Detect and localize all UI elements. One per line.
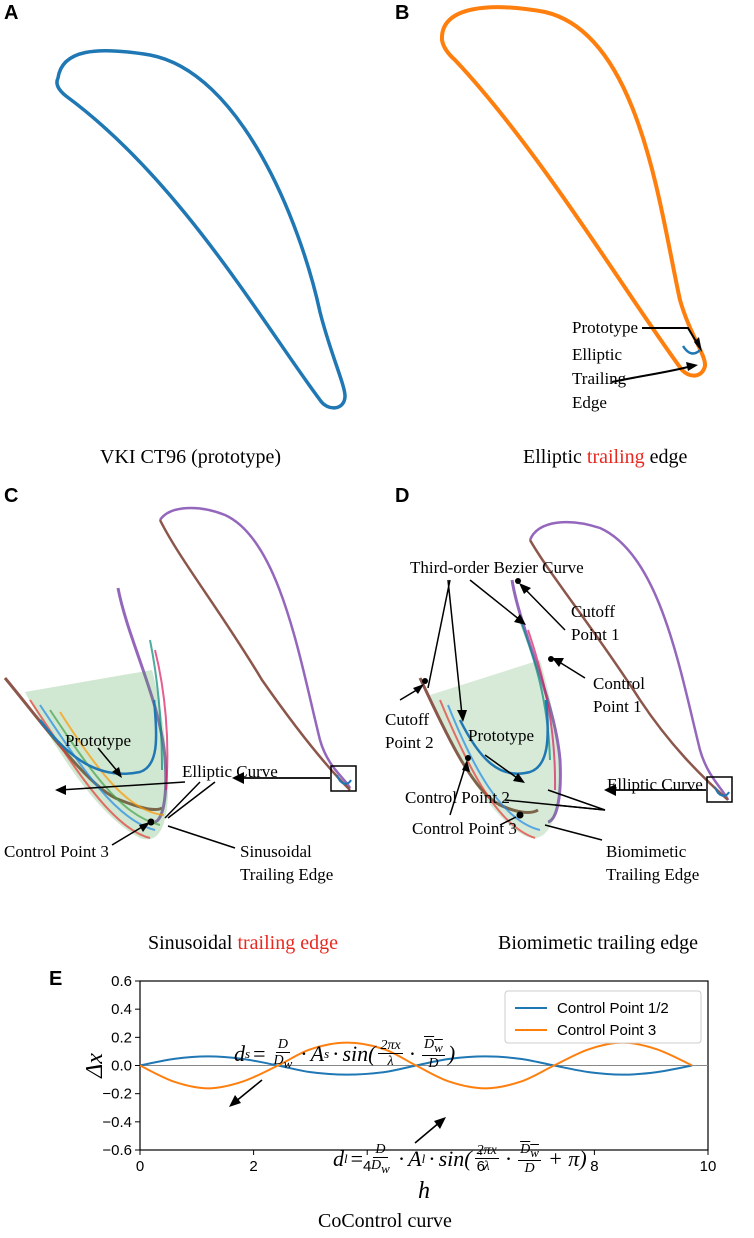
series-line-1 bbox=[139, 1041, 693, 1090]
control-point-1-marker bbox=[548, 656, 554, 662]
x-tick-label-5: 10 bbox=[700, 1158, 717, 1175]
panel-d-cp3-label: Control Point 3 bbox=[412, 819, 517, 838]
x-tick-label-3: 6 bbox=[477, 1158, 485, 1175]
y-tick-label-3: 0.0 bbox=[111, 1058, 132, 1075]
x-tick-label-0: 0 bbox=[136, 1158, 144, 1175]
panel-d-control1-label-1: Control bbox=[593, 674, 645, 693]
y-axis-label: Δx bbox=[82, 1053, 108, 1079]
panel-b-caption-text: Elliptic bbox=[523, 446, 587, 468]
zoom-box bbox=[330, 765, 357, 792]
panel-b-airfoil: Prototype Elliptic Trailing Edge bbox=[439, 5, 707, 412]
panel-c-prototype-label: Prototype bbox=[65, 731, 131, 750]
y-tick-label-6: 0.6 bbox=[111, 973, 132, 990]
panel-d-diagram: Third-order Bezier Curve Cutoff Point 1 … bbox=[385, 520, 733, 884]
panel-b-letter: B bbox=[395, 2, 410, 24]
panel-d-bezier-label: Third-order Bezier Curve bbox=[410, 558, 584, 577]
arrowhead-icon bbox=[552, 658, 564, 667]
eq-ds-amp-sub: s bbox=[324, 1045, 330, 1061]
x-tick-label-4: 8 bbox=[590, 1158, 598, 1175]
dl-arrow-line bbox=[414, 1121, 441, 1144]
panel-d-cutoff2-label-2: Point 2 bbox=[385, 733, 434, 752]
panel-d-letter: D bbox=[395, 485, 410, 507]
legend-label-0: Control Point 1/2 bbox=[557, 1000, 669, 1017]
arrowhead-icon bbox=[413, 684, 424, 694]
panel-c-cp3-label: Control Point 3 bbox=[4, 842, 109, 861]
eq-dl-lhs: d bbox=[333, 1145, 344, 1171]
control-point-3-marker bbox=[516, 811, 524, 819]
x-tick-label-2: 4 bbox=[363, 1158, 371, 1175]
panel-c-sinusoidal-label-2: Trailing Edge bbox=[240, 865, 333, 884]
arrowhead-icon bbox=[519, 583, 531, 594]
y-tick-label-5: 0.4 bbox=[111, 1001, 132, 1018]
arrowhead-icon bbox=[112, 767, 122, 778]
y-tick-label-2: −0.2 bbox=[102, 1086, 132, 1103]
panel-b-elliptic-label-1: Elliptic bbox=[572, 345, 623, 364]
panel-c-sinusoidal-label-1: Sinusoidal bbox=[240, 842, 312, 861]
panel-c-caption: Sinusoidal trailing edge bbox=[148, 932, 338, 955]
arrowhead-icon bbox=[604, 784, 616, 796]
arrowhead-icon bbox=[229, 1095, 241, 1107]
arrowhead-icon bbox=[55, 785, 66, 795]
eq-dl-phase: + π bbox=[547, 1145, 580, 1171]
panel-c-caption-red: trailing edge bbox=[237, 932, 338, 954]
eq-dl-lhs-sub: l bbox=[344, 1150, 348, 1166]
panel-a-airfoil bbox=[55, 49, 347, 410]
arrowhead-icon bbox=[457, 710, 467, 722]
arrowhead-icon bbox=[232, 772, 244, 784]
y-tick-label-4: 0.2 bbox=[111, 1029, 132, 1046]
arrowhead-icon bbox=[434, 1117, 446, 1129]
panel-e-letter: E bbox=[49, 968, 63, 990]
x-axis-label: h bbox=[418, 1178, 430, 1204]
eq-ds-lhs: d bbox=[234, 1040, 245, 1066]
panel-d-caption: Biomimetic trailing edge bbox=[498, 932, 698, 954]
arrowhead-icon bbox=[513, 773, 525, 783]
arrowhead-icon bbox=[694, 337, 702, 352]
cutoff-point-1-marker bbox=[515, 578, 521, 584]
panel-b-caption-text-end: edge bbox=[644, 446, 688, 468]
panel-d-cp2-label: Control Point 2 bbox=[405, 788, 510, 807]
panel-d-elliptic-label: Elliptic Curve bbox=[607, 775, 703, 794]
panel-d-cutoff2-label-1: Cutoff bbox=[385, 710, 429, 729]
legend-label-1: Control Point 3 bbox=[557, 1022, 656, 1039]
x-tick-label-1: 2 bbox=[249, 1158, 257, 1175]
panel-d-prototype-label: Prototype bbox=[468, 726, 534, 745]
cutoff-point-2-marker bbox=[422, 678, 428, 684]
legend-box bbox=[504, 990, 702, 1044]
panel-c-caption-text: Sinusoidal bbox=[148, 932, 238, 954]
panel-c-diagram: Prototype Elliptic Curve Control Point 3… bbox=[3, 506, 357, 884]
panel-b-caption: Elliptic trailing edge bbox=[523, 446, 687, 469]
arrowhead-icon bbox=[686, 362, 698, 371]
arrowhead-icon bbox=[139, 822, 150, 832]
control-point-3-marker bbox=[147, 818, 155, 826]
panel-b-prototype-label: Prototype bbox=[572, 318, 638, 337]
panel-d-bio-label-1: Biomimetic bbox=[606, 842, 687, 861]
panel-c-letter: C bbox=[4, 485, 19, 507]
y-tick-label-0: −0.6 bbox=[102, 1142, 132, 1159]
panel-a-letter: A bbox=[4, 2, 19, 24]
panel-e-caption: CoControl curve bbox=[318, 1210, 452, 1232]
eq-ds-amp: A bbox=[310, 1040, 325, 1066]
eq-dl-amp-sub: l bbox=[421, 1150, 426, 1166]
panel-c-elliptic-label: Elliptic Curve bbox=[182, 762, 278, 781]
arrowhead-icon bbox=[514, 614, 526, 625]
zoom-box bbox=[706, 776, 733, 803]
panel-d-cutoff1-label-2: Point 1 bbox=[571, 625, 620, 644]
arrowhead-icon bbox=[462, 760, 470, 772]
panel-a-caption: VKI CT96 (prototype) bbox=[100, 446, 282, 468]
eq-ds-lhs-sub: s bbox=[245, 1045, 251, 1061]
panel-b-elliptic-label-2: Trailing bbox=[572, 369, 627, 388]
panel-b-caption-red: trailing bbox=[586, 446, 645, 468]
control-point-2-marker bbox=[465, 755, 471, 761]
panel-b-elliptic-label-3: Edge bbox=[572, 393, 607, 412]
panel-d-cutoff1-label-1: Cutoff bbox=[571, 602, 615, 621]
y-tick-label-1: −0.4 bbox=[102, 1114, 132, 1131]
ds-arrow-line bbox=[234, 1079, 263, 1103]
panel-d-bio-label-2: Trailing Edge bbox=[606, 865, 699, 884]
panel-d-control1-label-2: Point 1 bbox=[593, 697, 642, 716]
eq-dl-amp: A bbox=[408, 1145, 422, 1171]
